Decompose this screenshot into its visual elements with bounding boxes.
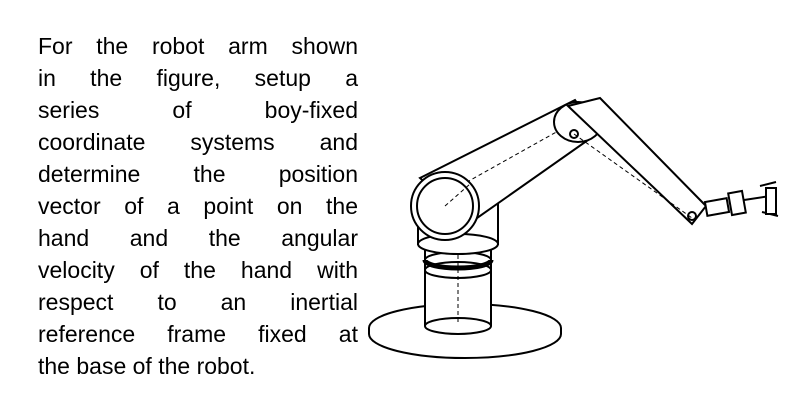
- forearm-link-icon: [565, 96, 708, 226]
- robot-arm-figure: [368, 96, 779, 359]
- problem-line: determine the position: [38, 161, 358, 187]
- hand-gripper-icon: [703, 181, 779, 217]
- problem-line: the base of the robot.: [38, 353, 256, 379]
- problem-line: vector of a point on the: [38, 193, 358, 219]
- pedestal-icon: [422, 206, 494, 335]
- problem-line: velocity of the hand with: [38, 257, 358, 283]
- problem-line: coordinate systems and: [38, 129, 358, 155]
- problem-line: reference frame fixed at: [38, 321, 358, 347]
- problem-line: For the robot arm shown: [38, 33, 358, 59]
- problem-line: series of boy-fixed: [38, 97, 358, 123]
- problem-statement: For the robot arm shown in the figure, s…: [38, 30, 358, 382]
- shoulder-disk-icon: [410, 171, 480, 241]
- problem-line: hand and the angular: [38, 225, 358, 251]
- problem-line: in the figure, setup a: [38, 65, 358, 91]
- problem-line: respect to an inertial: [38, 289, 358, 315]
